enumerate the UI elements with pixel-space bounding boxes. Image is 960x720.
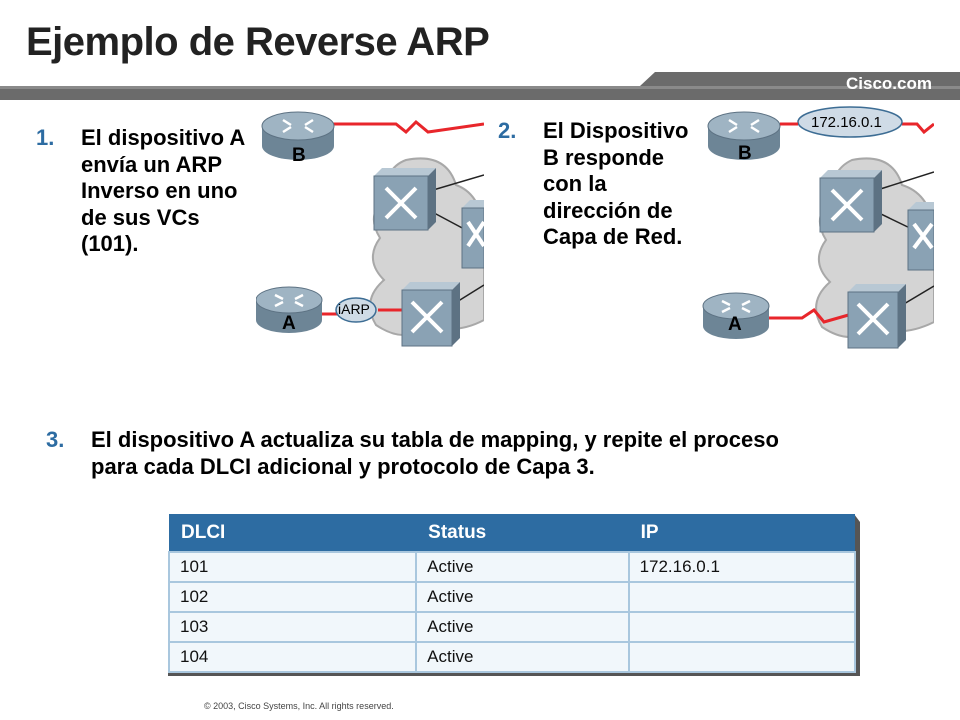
step-3: 3. El dispositivo A actualiza su tabla d… xyxy=(46,427,826,487)
router-b-icon xyxy=(261,111,335,160)
step-2: 2. El Dispositivo B responde con la dire… xyxy=(498,118,704,318)
step-1: 1. El dispositivo A envía un ARP Inverso… xyxy=(36,125,258,315)
cell-dlci: 102 xyxy=(167,581,418,613)
table-row: 103 Active xyxy=(167,611,857,643)
cell-dlci: 104 xyxy=(167,641,418,673)
table-row: 101 Active 172.16.0.1 xyxy=(167,551,857,583)
table-header-row: DLCI Status IP xyxy=(169,514,855,552)
red-link-top xyxy=(326,119,485,135)
cell-ip xyxy=(627,611,857,643)
cell-status: Active xyxy=(415,611,630,643)
router-b-icon xyxy=(707,111,781,160)
iarp-bubble-text: iARP xyxy=(338,301,370,317)
router-b-label: B xyxy=(292,145,306,166)
cell-status: Active xyxy=(415,551,630,583)
mapping-table: DLCI Status IP 101 Active 172.16.0.1 102… xyxy=(167,514,860,676)
copyright-text: © 2003, Cisco Systems, Inc. All rights r… xyxy=(204,701,394,711)
cell-dlci: 101 xyxy=(167,551,418,583)
step-3-number: 3. xyxy=(46,427,65,452)
cell-dlci: 103 xyxy=(167,611,418,643)
header-bar xyxy=(0,72,960,100)
frame-switch-icon xyxy=(373,168,436,231)
router-a-label: A xyxy=(728,314,742,335)
cell-ip xyxy=(627,581,857,613)
cell-ip xyxy=(627,641,857,673)
header-status: Status xyxy=(416,514,629,552)
router-a-label: A xyxy=(282,313,296,334)
network-diagram-2: B A 172.16.0.1 xyxy=(702,100,935,362)
frame-switch-icon xyxy=(907,202,935,271)
header-ip: IP xyxy=(628,514,855,552)
slide-title: Ejemplo de Reverse ARP xyxy=(26,20,490,64)
ip-bubble xyxy=(797,106,903,138)
frame-switch-icon xyxy=(461,200,486,269)
step-2-number: 2. xyxy=(498,118,517,143)
router-a-icon xyxy=(255,286,323,333)
iarp-bubble xyxy=(335,297,377,323)
table-row: 102 Active xyxy=(167,581,857,613)
step-1-number: 1. xyxy=(36,125,55,150)
step-2-text: El Dispositivo B responde con la direcci… xyxy=(543,118,689,249)
cell-ip: 172.16.0.1 xyxy=(627,551,857,583)
step-1-text: El dispositivo A envía un ARP Inverso en… xyxy=(81,125,245,256)
frame-switch-icon xyxy=(401,282,460,347)
red-link-top xyxy=(902,122,935,135)
frame-switch-icon xyxy=(847,284,906,349)
frame-switch-icon xyxy=(819,170,882,233)
table-row: 104 Active xyxy=(167,641,857,673)
cisco-brand: Cisco.com xyxy=(846,74,932,93)
router-a-icon xyxy=(702,292,770,339)
ip-bubble-text: 172.16.0.1 xyxy=(811,114,882,131)
red-link-bottom xyxy=(766,308,853,324)
network-diagram-1: B A iARP xyxy=(255,100,486,360)
cell-status: Active xyxy=(415,641,630,673)
cell-status: Active xyxy=(415,581,630,613)
step-3-text: El dispositivo A actualiza su tabla de m… xyxy=(91,427,779,479)
header-dlci: DLCI xyxy=(169,514,417,552)
router-b-label: B xyxy=(738,143,752,164)
